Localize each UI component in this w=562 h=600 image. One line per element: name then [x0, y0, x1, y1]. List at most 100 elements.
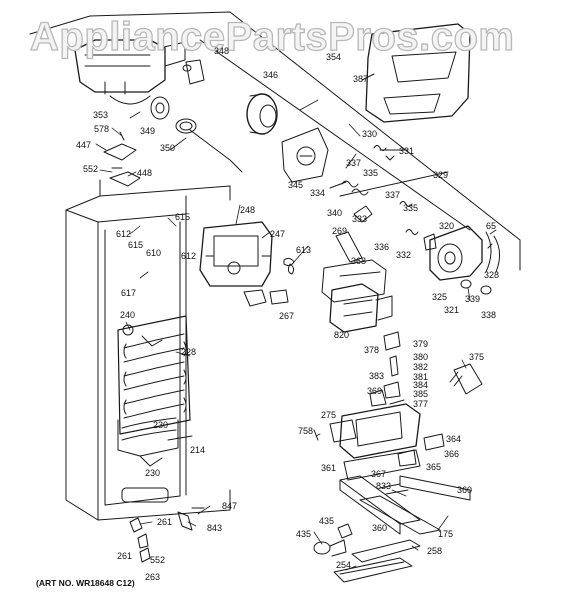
part-label-228: 228 [181, 347, 197, 357]
part-label-333: 333 [352, 214, 368, 224]
part-label-258: 258 [427, 546, 443, 556]
springs [329, 145, 419, 235]
part-label-330: 330 [362, 129, 378, 139]
hinge-parts [129, 507, 205, 563]
part-label-65: 65 [486, 221, 497, 231]
part-label-377: 377 [413, 399, 429, 409]
part-label-610: 610 [146, 248, 162, 258]
auger-parts [150, 59, 278, 173]
part-label-383: 383 [369, 371, 385, 381]
leader-lines [95, 99, 497, 571]
part-label-348: 348 [214, 46, 230, 56]
part-label-382: 382 [413, 362, 429, 372]
part-label-615b: 615 [128, 240, 144, 250]
part-label-612a: 612 [116, 229, 132, 239]
part-label-340: 340 [327, 208, 343, 218]
part-label-368: 368 [351, 256, 367, 266]
cabinet-outline [29, 11, 521, 521]
ice-maker-motor [423, 225, 500, 295]
part-label-321: 321 [444, 305, 460, 315]
bracket-345 [281, 127, 329, 183]
bottom-parts [313, 523, 421, 583]
part-label-365: 365 [426, 462, 442, 472]
part-label-758: 758 [298, 426, 314, 436]
part-label-254: 254 [336, 560, 352, 570]
part-label-385: 385 [413, 389, 429, 399]
part-label-361: 361 [321, 463, 337, 473]
part-label-269: 269 [332, 226, 348, 236]
bracket-parts [103, 131, 141, 187]
part-label-336: 336 [374, 242, 390, 252]
part-label-615a: 615 [175, 212, 191, 222]
part-label-617: 617 [121, 288, 137, 298]
part-label-331: 331 [399, 146, 415, 156]
part-label-448: 448 [137, 168, 153, 178]
part-label-384: 384 [413, 380, 429, 390]
part-label-381: 381 [413, 372, 429, 382]
rails [339, 475, 471, 535]
lower-housing [313, 403, 445, 481]
part-label-833: 833 [376, 481, 392, 491]
part-label-820: 820 [334, 330, 350, 340]
part-label-354: 354 [326, 52, 342, 62]
part-label-335a: 335 [363, 168, 379, 178]
part-label-339: 339 [465, 294, 481, 304]
part-label-247: 247 [270, 229, 286, 239]
part-label-379: 379 [413, 339, 429, 349]
part-label-328: 328 [484, 270, 500, 280]
part-label-345: 345 [288, 180, 304, 190]
part-label-261a: 261 [157, 517, 173, 527]
part-label-349: 349 [140, 126, 156, 136]
part-label-338: 338 [481, 310, 497, 320]
part-label-334: 334 [310, 188, 326, 198]
rods [199, 39, 471, 231]
part-label-360b: 360 [372, 523, 388, 533]
part-label-613: 613 [296, 245, 312, 255]
part-label-612b: 612 [181, 251, 197, 261]
part-label-552: 552 [83, 164, 99, 174]
part-label-175: 175 [438, 529, 454, 539]
part-label-267: 267 [279, 311, 295, 321]
part-label-847: 847 [222, 501, 238, 511]
part-label-552b: 552 [150, 555, 166, 565]
part-label-325: 325 [432, 292, 448, 302]
part-label-335b: 335 [403, 203, 419, 213]
part-label-332: 332 [396, 250, 412, 260]
part-label-337b: 337 [385, 190, 401, 200]
part-label-346: 346 [263, 70, 279, 80]
part-label-378: 378 [364, 345, 380, 355]
ice-bucket [74, 39, 186, 105]
part-label-375: 375 [469, 352, 485, 362]
art-number-caption: (ART NO. WR18648 C12) [36, 578, 135, 588]
part-label-360a: 360 [457, 485, 473, 495]
part-label-214: 214 [190, 445, 206, 455]
part-label-353: 353 [93, 110, 109, 120]
dispenser-components [369, 331, 483, 407]
control-housing [199, 221, 289, 307]
part-label-261b: 261 [117, 551, 133, 561]
part-label-387: 387 [353, 74, 369, 84]
part-label-843: 843 [207, 523, 223, 533]
part-label-275: 275 [321, 410, 337, 420]
part-label-447: 447 [76, 140, 92, 150]
ice-maker-mold [321, 259, 393, 333]
part-label-230a: 230 [153, 420, 169, 430]
part-label-240: 240 [120, 310, 136, 320]
part-label-337a: 337 [346, 158, 362, 168]
part-label-435a: 435 [319, 516, 335, 526]
part-label-329: 329 [433, 170, 449, 180]
part-label-435b: 435 [296, 529, 312, 539]
evaporator [117, 315, 193, 467]
part-label-364: 364 [446, 434, 462, 444]
part-label-578: 578 [94, 124, 110, 134]
part-label-248: 248 [240, 205, 256, 215]
part-label-366: 366 [444, 449, 460, 459]
part-label-369: 369 [367, 386, 383, 396]
part-label-380: 380 [413, 352, 429, 362]
watermark-text: AppliancePartsPros.com [29, 14, 515, 59]
part-label-230b: 230 [145, 468, 161, 478]
part-label-320: 320 [439, 221, 455, 231]
dispenser-door [361, 23, 471, 123]
